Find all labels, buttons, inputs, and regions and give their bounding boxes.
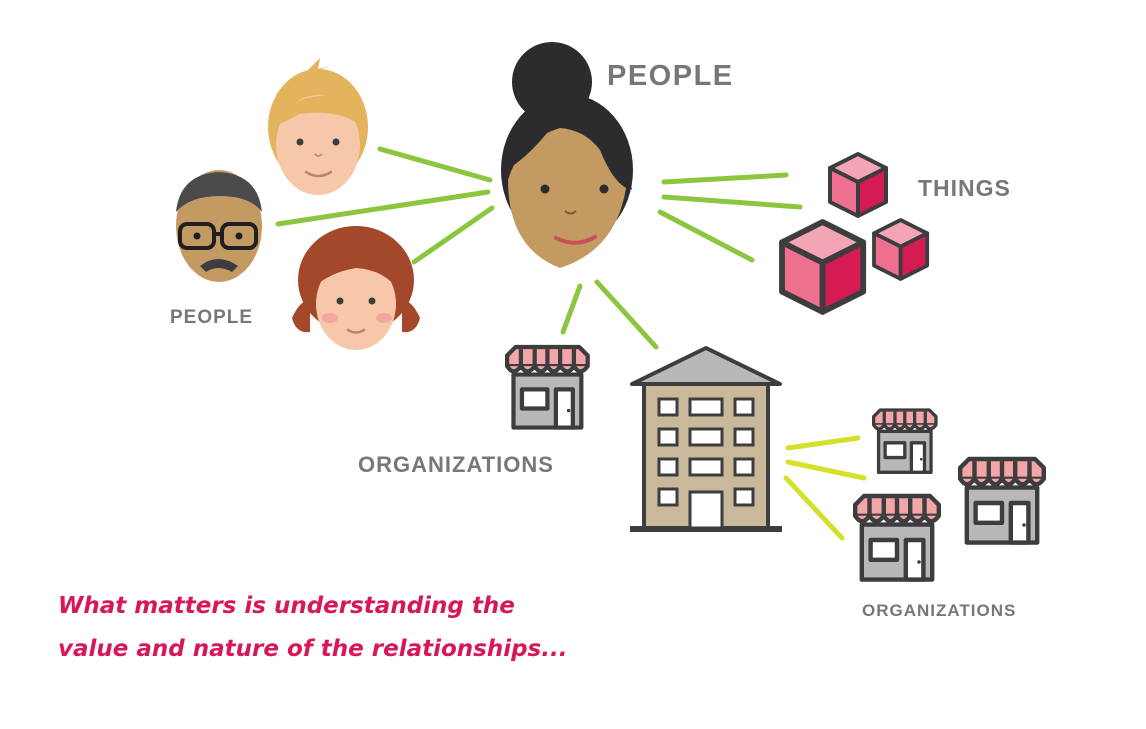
shops-cluster — [855, 408, 1044, 580]
shop-awning-icon — [872, 408, 938, 474]
connector-redhead — [411, 205, 495, 265]
connector-things-3 — [657, 209, 755, 263]
label-organizations-left: ORGANIZATIONS — [358, 452, 554, 477]
pink-cubes-icon — [782, 152, 930, 312]
man-glasses-mustache-icon — [176, 170, 262, 282]
shop-awning-icon — [855, 496, 939, 580]
connector-blond — [377, 146, 493, 183]
organization-connectors — [783, 435, 867, 541]
blond-man-icon — [268, 58, 368, 195]
shop-awning-icon — [507, 347, 588, 428]
woman-dark-hair-bun-icon — [501, 42, 633, 268]
connector-shop-1 — [785, 435, 861, 451]
connector-things-1 — [661, 172, 789, 185]
tagline-line-2: value and nature of the relationships... — [58, 636, 567, 662]
label-organizations-right: ORGANIZATIONS — [862, 601, 1016, 620]
label-things: THINGS — [918, 175, 1011, 201]
connector-building — [594, 279, 659, 350]
people-connectors — [275, 146, 803, 350]
tagline-line-1: What matters is understanding the — [58, 593, 515, 619]
woman-red-hair-icon — [292, 226, 420, 350]
label-people-main: PEOPLE — [607, 60, 734, 92]
connector-shop-3 — [783, 475, 845, 541]
shop-awning-icon — [960, 459, 1044, 543]
label-people-group: PEOPLE — [170, 307, 253, 328]
connector-things-2 — [661, 194, 803, 210]
connector-shop-2 — [785, 459, 867, 481]
office-building-icon — [630, 346, 782, 532]
connector-glasses — [275, 189, 491, 227]
connector-shop — [560, 283, 583, 335]
